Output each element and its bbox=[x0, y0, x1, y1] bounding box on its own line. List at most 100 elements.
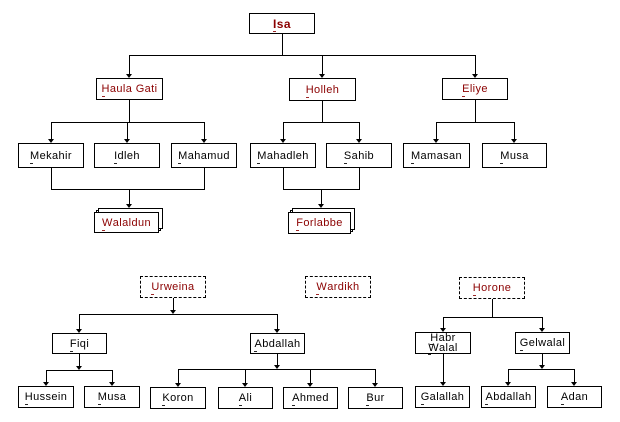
node-gelwalal[interactable]: Gelwalal bbox=[515, 332, 570, 354]
node-label: Mahamud bbox=[178, 149, 230, 164]
node-abdallah-urweina[interactable]: Abdallah bbox=[250, 333, 305, 354]
arrow-down-icon bbox=[280, 139, 286, 143]
arrow-down-icon bbox=[356, 139, 362, 143]
node-mahadleh[interactable]: Mahadleh bbox=[250, 143, 316, 168]
connector-line bbox=[321, 189, 322, 204]
node-label: Mahadleh bbox=[257, 149, 309, 164]
node-label: Forlabbe bbox=[296, 217, 343, 231]
node-idleh[interactable]: Idleh bbox=[94, 143, 160, 168]
connector-line bbox=[46, 370, 47, 382]
connector-line bbox=[283, 122, 284, 139]
connector-line bbox=[51, 168, 52, 190]
node-forlabbe[interactable]: Forlabbe bbox=[288, 212, 351, 234]
node-walaldun[interactable]: Walaldun bbox=[94, 212, 159, 233]
node-ahmed[interactable]: Ahmed bbox=[283, 387, 338, 409]
connector-line bbox=[245, 369, 246, 383]
connector-line bbox=[127, 122, 128, 139]
connector-line bbox=[443, 317, 444, 328]
node-bur[interactable]: Bur bbox=[348, 387, 403, 409]
connector-line bbox=[492, 299, 493, 318]
connector-line bbox=[475, 55, 476, 74]
connector-line bbox=[283, 122, 360, 123]
connector-line bbox=[51, 189, 205, 190]
node-eliye[interactable]: Eliye bbox=[442, 78, 508, 100]
connector-line bbox=[322, 101, 323, 123]
node-label: Sahib bbox=[343, 149, 375, 164]
connector-line bbox=[475, 100, 476, 123]
arrow-down-icon bbox=[440, 382, 446, 386]
arrow-down-icon bbox=[372, 383, 378, 387]
arrow-down-icon bbox=[511, 139, 517, 143]
node-abdallah-gelwalal[interactable]: Abdallah bbox=[481, 386, 536, 408]
connector-line bbox=[129, 55, 476, 56]
node-musa-eliye[interactable]: Musa bbox=[482, 143, 547, 168]
node-label: Wardikh bbox=[316, 281, 360, 295]
connector-line bbox=[322, 55, 323, 74]
arrow-down-icon bbox=[170, 310, 176, 314]
connector-line bbox=[129, 55, 130, 74]
node-haula-gati[interactable]: Haula Gati bbox=[96, 78, 163, 100]
connector-line bbox=[282, 34, 283, 56]
node-label: Gelwalal bbox=[519, 337, 566, 351]
node-label: Musa bbox=[97, 391, 127, 405]
node-holleh[interactable]: Holleh bbox=[289, 78, 356, 101]
arrow-down-icon bbox=[124, 139, 130, 143]
node-koron[interactable]: Koron bbox=[150, 387, 206, 409]
node-adan[interactable]: Adan bbox=[547, 386, 602, 408]
node-label: Isa bbox=[273, 16, 291, 32]
connector-line bbox=[204, 122, 205, 139]
node-label: Mekahir bbox=[30, 149, 72, 164]
node-horone[interactable]: Horone bbox=[459, 277, 525, 299]
node-label: Musa bbox=[500, 149, 529, 164]
connector-line bbox=[79, 354, 80, 366]
arrow-down-icon bbox=[319, 74, 325, 78]
node-sahib[interactable]: Sahib bbox=[326, 143, 392, 168]
node-isa[interactable]: Isa bbox=[249, 13, 315, 34]
node-wardikh[interactable]: Wardikh bbox=[305, 276, 371, 298]
connector-line bbox=[436, 122, 437, 139]
arrow-down-icon bbox=[539, 328, 545, 332]
node-fiqi[interactable]: Fiqi bbox=[52, 333, 107, 354]
node-label: Koron bbox=[162, 392, 194, 406]
node-ali[interactable]: Ali bbox=[218, 387, 273, 409]
node-mekahir[interactable]: Mekahir bbox=[18, 143, 84, 168]
arrow-down-icon bbox=[307, 383, 313, 387]
arrow-down-icon bbox=[539, 365, 545, 369]
arrow-down-icon bbox=[126, 74, 132, 78]
connector-line bbox=[375, 369, 376, 383]
arrow-down-icon bbox=[571, 382, 577, 386]
arrow-down-icon bbox=[440, 328, 446, 332]
connector-line bbox=[443, 354, 444, 382]
connector-line bbox=[508, 369, 509, 382]
node-label: Urweina bbox=[151, 281, 195, 295]
arrow-down-icon bbox=[433, 139, 439, 143]
arrow-down-icon bbox=[126, 204, 132, 208]
node-label: Ali bbox=[238, 392, 253, 406]
node-hussein[interactable]: Hussein bbox=[18, 386, 74, 408]
connector-line bbox=[542, 354, 543, 365]
node-label: Ahmed bbox=[292, 392, 329, 406]
connector-line bbox=[277, 354, 278, 365]
connector-line bbox=[283, 168, 284, 190]
connector-line bbox=[173, 298, 174, 310]
node-label: Bur bbox=[366, 392, 385, 406]
connector-line bbox=[508, 369, 575, 370]
node-urweina[interactable]: Urweina bbox=[140, 276, 206, 298]
node-label: Hussein bbox=[24, 391, 68, 405]
node-galallah[interactable]: Galallah bbox=[415, 386, 470, 408]
arrow-down-icon bbox=[76, 329, 82, 333]
connector-line bbox=[178, 369, 179, 383]
connector-line bbox=[79, 314, 80, 329]
node-label: Eliye bbox=[462, 83, 488, 97]
node-musa-fiqi[interactable]: Musa bbox=[84, 386, 140, 408]
node-mamasan[interactable]: Mamasan bbox=[403, 143, 470, 168]
node-mahamud[interactable]: Mahamud bbox=[171, 143, 237, 168]
node-label: Galallah bbox=[420, 391, 465, 405]
arrow-down-icon bbox=[43, 382, 49, 386]
arrow-down-icon bbox=[201, 139, 207, 143]
connector-line bbox=[359, 168, 360, 190]
arrow-down-icon bbox=[472, 74, 478, 78]
connector-line bbox=[574, 369, 575, 382]
